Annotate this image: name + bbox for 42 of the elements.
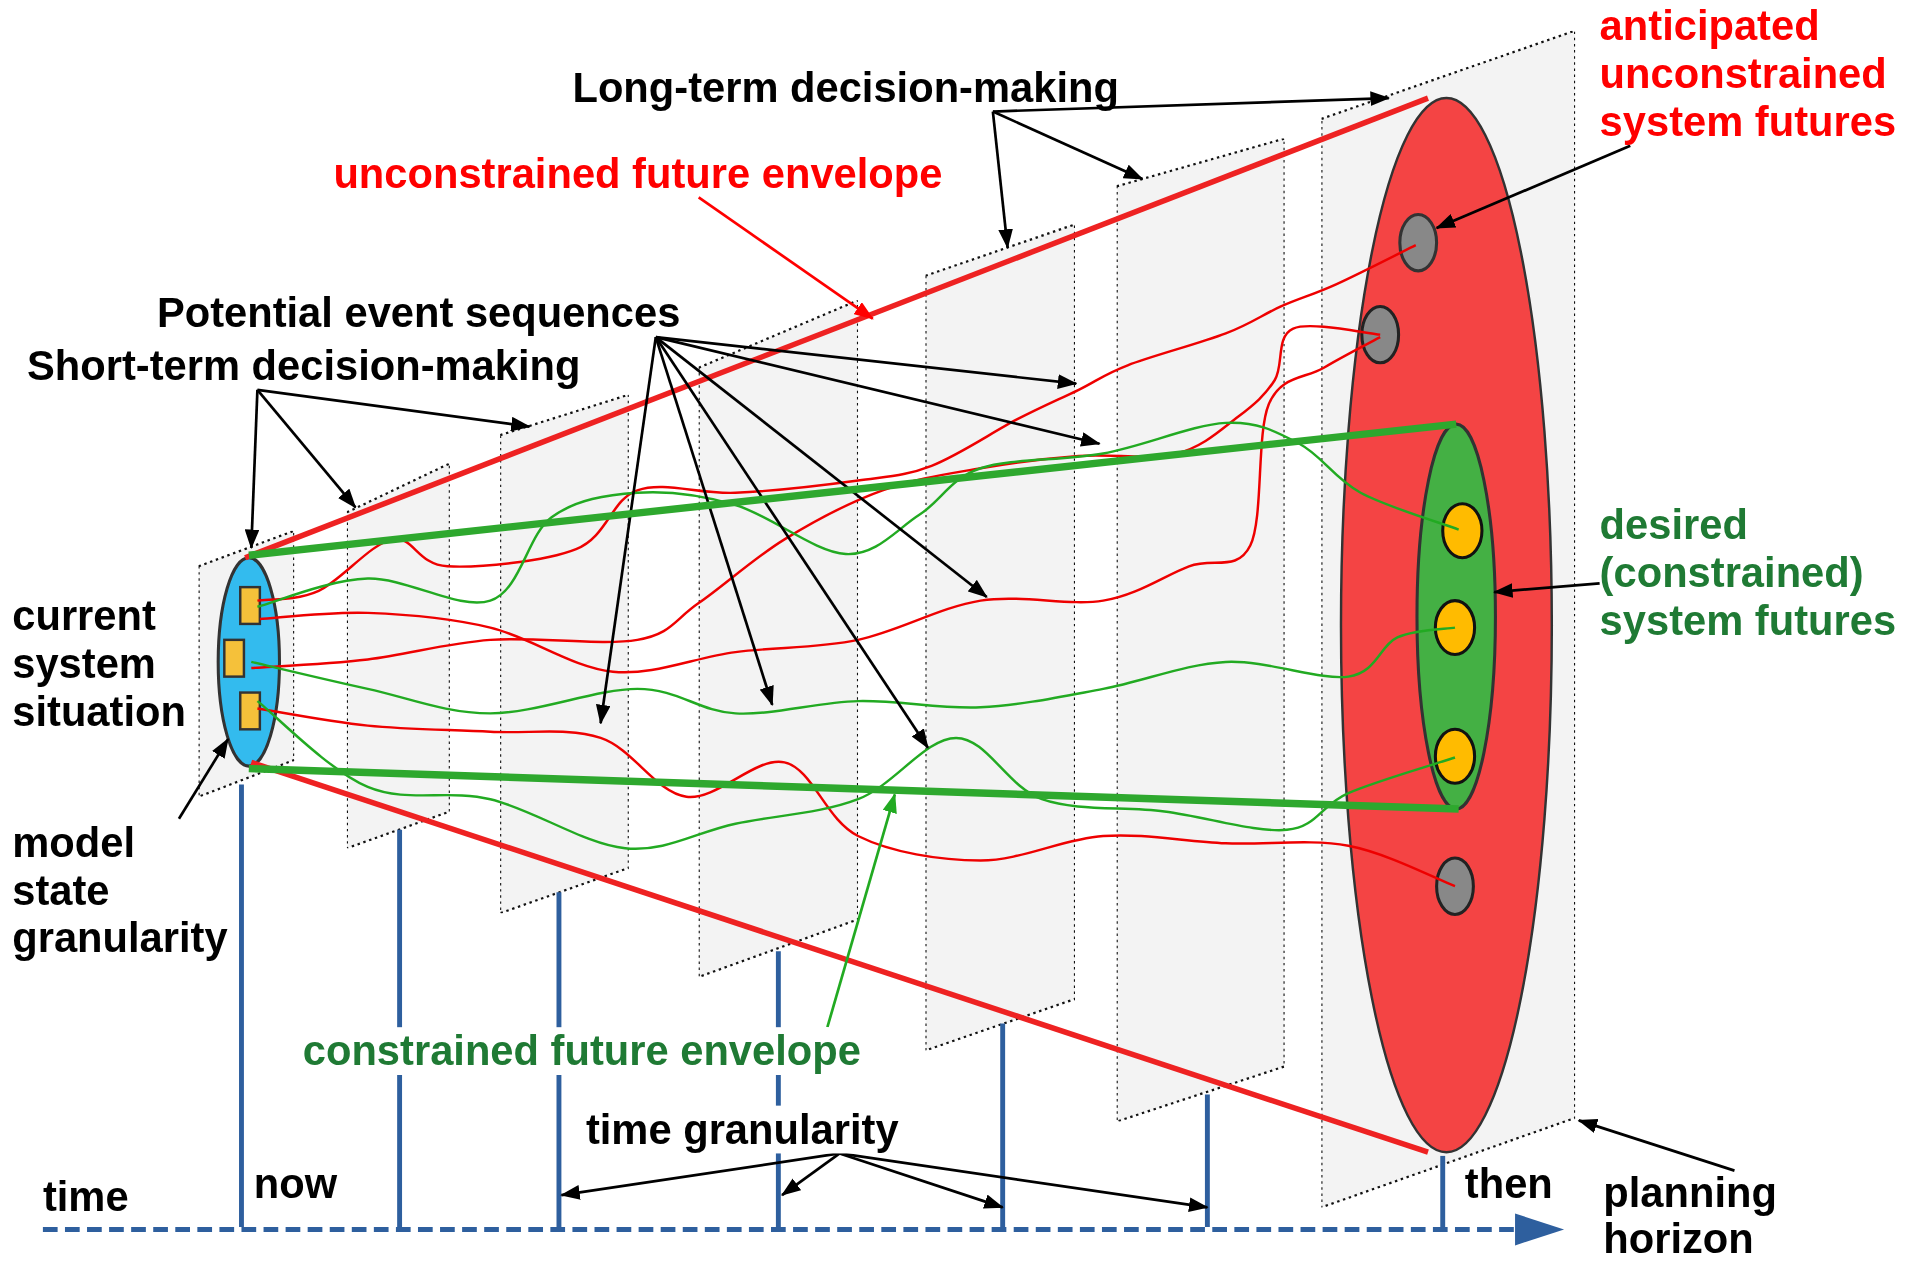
leader-arrow xyxy=(781,1152,841,1197)
dotted-plane xyxy=(346,463,450,849)
leader-arrow xyxy=(826,793,897,1028)
leader-arrow xyxy=(654,336,774,706)
callout-label: unconstrained future envelope xyxy=(333,149,943,198)
leader-arrow xyxy=(654,336,930,749)
situation-ellipse xyxy=(215,555,282,769)
leader-arrow xyxy=(992,91,1390,113)
leader-arrow xyxy=(697,196,874,320)
dotted-plane xyxy=(925,224,1075,1051)
leader-arrow xyxy=(655,335,1078,389)
callout-label: planning horizon xyxy=(1603,1170,1777,1262)
text-label: time xyxy=(42,1173,129,1221)
text-label: then xyxy=(1464,1159,1553,1208)
callout-label: Long-term decision-making xyxy=(572,63,1119,112)
callout-label: constrained future envelope xyxy=(302,1027,861,1075)
leader-arrow xyxy=(1435,144,1631,230)
callout-label: model state granularity xyxy=(12,818,228,963)
leader-arrow xyxy=(177,738,230,820)
text-label: now xyxy=(253,1159,338,1208)
dotted-plane xyxy=(198,530,295,797)
callout-label: desired (constrained) system futures xyxy=(1599,501,1921,645)
callout-label: anticipated unconstrained system futures xyxy=(1599,2,1921,146)
leader-arrow xyxy=(244,389,260,550)
leader-arrow xyxy=(595,336,658,725)
leader-arrow xyxy=(839,1152,1209,1212)
callout-label: Short-term decision-making xyxy=(26,342,581,390)
callout-label: time granularity xyxy=(585,1105,899,1154)
leader-arrow xyxy=(256,388,357,509)
desired-futures-ellipse xyxy=(1414,421,1498,812)
future-point-oval xyxy=(1397,212,1440,274)
dotted-plane xyxy=(698,300,859,977)
leader-arrow xyxy=(1577,1119,1735,1172)
dotted-plane xyxy=(1321,30,1576,1208)
text-label: current system situation xyxy=(12,592,186,736)
callout-label: Potential event sequences xyxy=(156,289,681,338)
dotted-plane xyxy=(1116,138,1285,1122)
leader-arrow xyxy=(839,1152,1004,1209)
leader-arrow xyxy=(992,110,1144,181)
leader-arrow xyxy=(991,111,1013,249)
leader-arrow xyxy=(257,388,531,432)
leader-arrow xyxy=(1493,582,1600,598)
